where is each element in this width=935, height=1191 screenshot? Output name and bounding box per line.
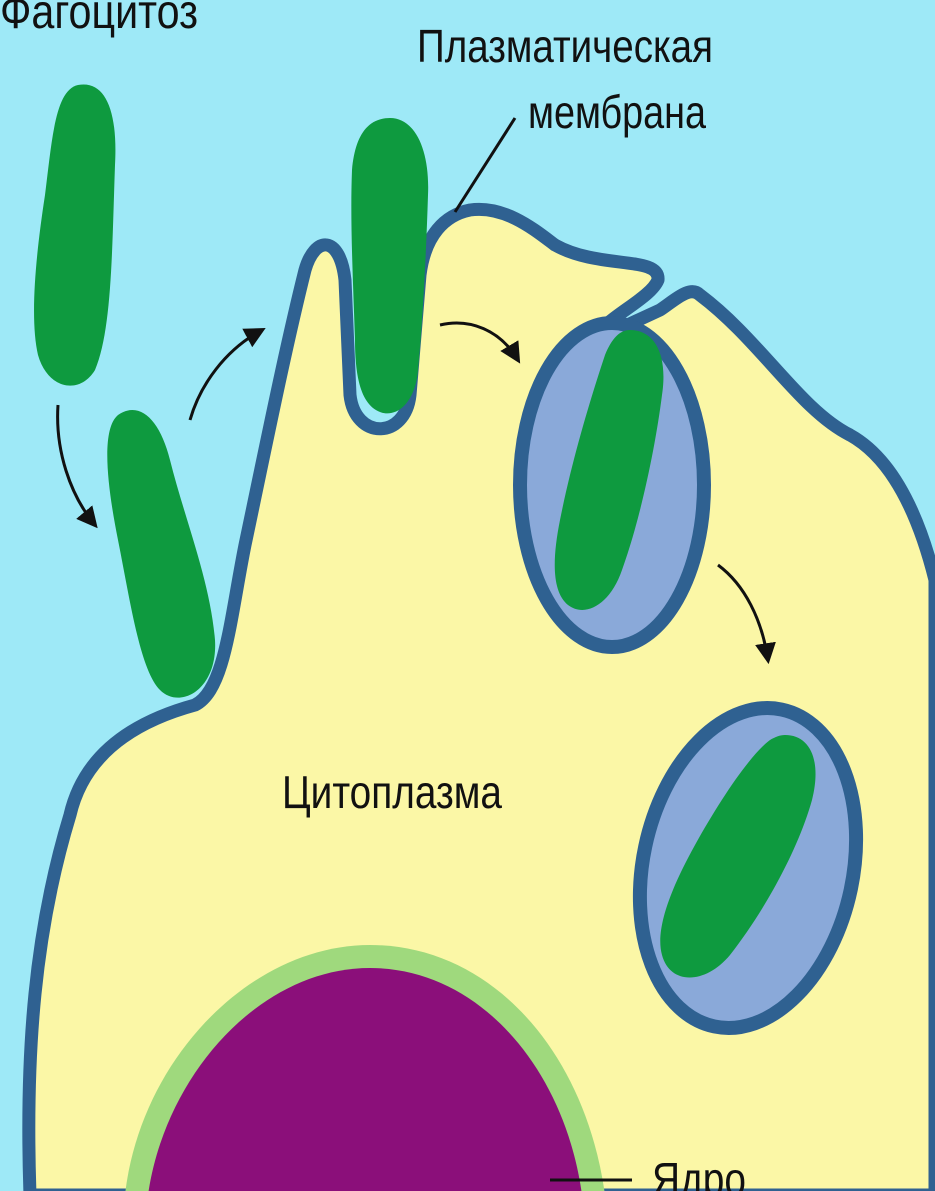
- membrane-label-line1: Плазматическая: [417, 20, 713, 72]
- title-label: Фагоцитоз: [0, 0, 198, 39]
- bacterium-engulfing: [351, 118, 428, 413]
- nucleus-label: Ядро: [652, 1153, 746, 1191]
- cytoplasm-label: Цитоплазма: [282, 766, 502, 818]
- membrane-label-line2: мембрана: [528, 86, 706, 138]
